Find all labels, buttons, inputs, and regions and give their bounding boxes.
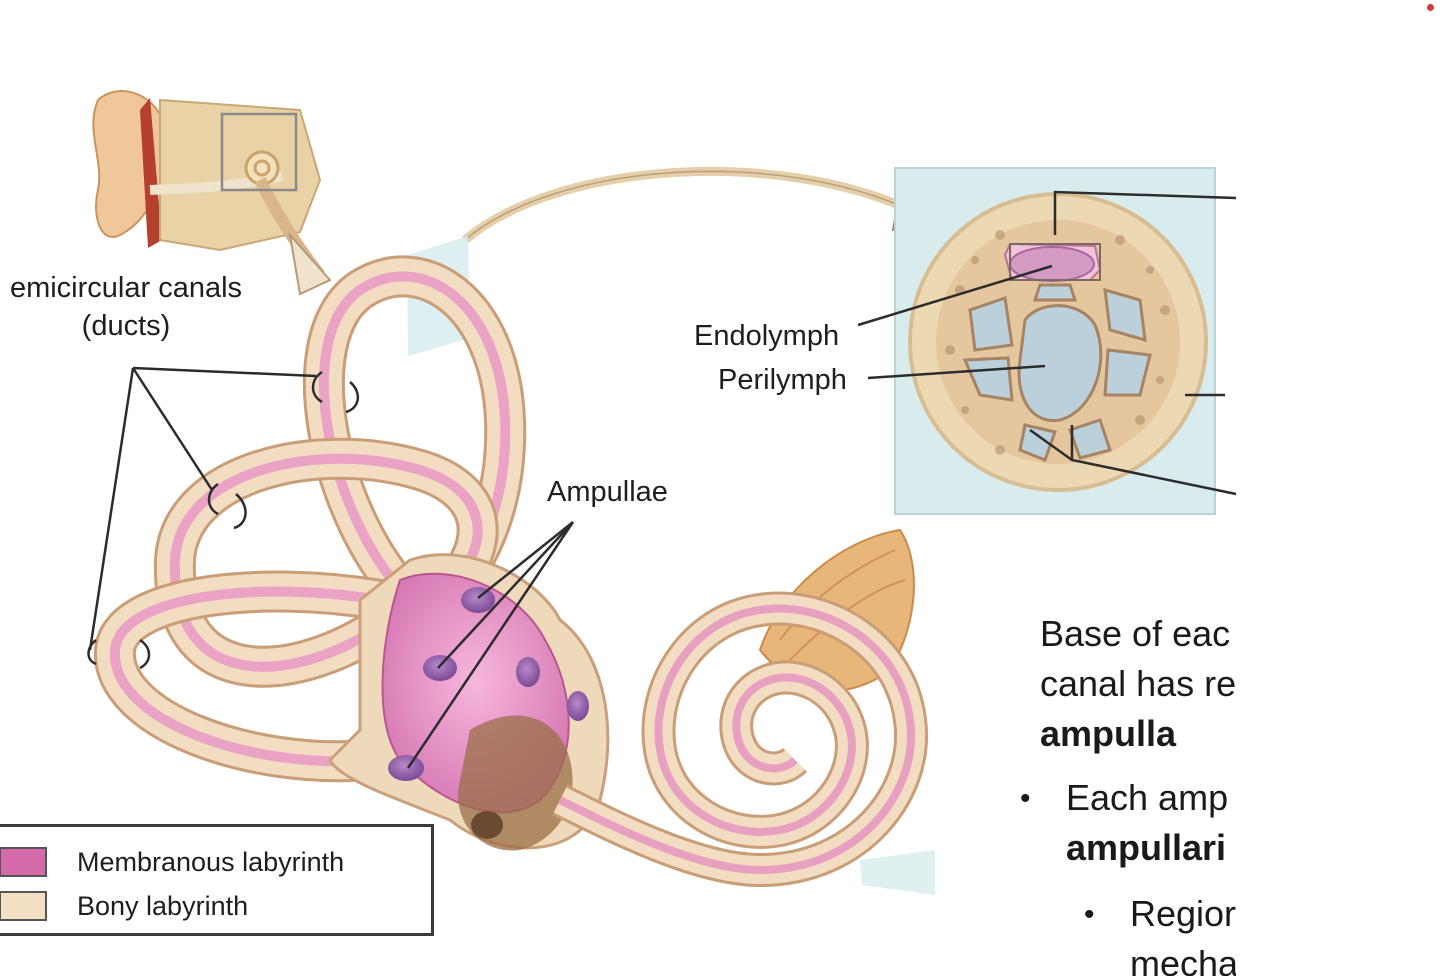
- ampulla-2: [423, 655, 457, 681]
- bony-swatch: [0, 891, 47, 921]
- ampulla-5: [567, 691, 589, 721]
- sub-bullet-line: mecha: [1130, 943, 1236, 976]
- legend-item-membranous: Membranous labyrinth: [0, 845, 344, 879]
- ampulla-3: [388, 755, 424, 781]
- perilymph-label: Perilymph: [718, 364, 847, 396]
- legend-label: Bony labyrinth: [77, 890, 249, 921]
- ampullaris-term: ampullari: [1066, 827, 1227, 868]
- paragraph-line: canal has re: [1040, 663, 1236, 704]
- paragraph-line: Base of eac: [1040, 613, 1231, 654]
- magnify-arrow: [462, 166, 938, 244]
- legend-item-bony: Bony labyrinth: [0, 889, 248, 923]
- leader-lines: [88, 190, 1237, 769]
- sub-bullet-icon: •: [1084, 898, 1095, 931]
- semicircular-canals-label-line2: (ducts): [81, 310, 171, 343]
- pointer-dot: [1427, 4, 1434, 11]
- ear-overview-thumbnail: [92, 90, 332, 296]
- ampullae-label: Ampullae: [547, 476, 668, 508]
- endolymph-label: Endolymph: [694, 320, 840, 352]
- ampulla-term: ampulla: [1040, 713, 1177, 754]
- semicircular-canals-label-line1: emicircular canals: [9, 272, 243, 304]
- ampulla-1: [461, 587, 495, 613]
- bullet-line: Each amp: [1066, 777, 1229, 818]
- sub-bullet-line: Regior: [1130, 893, 1236, 934]
- cochlea: [552, 591, 929, 888]
- legend: Membranous labyrinth Bony labyrinth: [0, 824, 434, 936]
- side-text-panel: Base of eac canal has re ampulla • Each …: [1020, 610, 1236, 976]
- perilymph-space: [1017, 304, 1103, 422]
- vestibule: [328, 553, 610, 851]
- ampulla-4: [516, 657, 540, 687]
- bullet-icon: •: [1020, 782, 1031, 815]
- cross-section-inset: [894, 167, 1216, 515]
- legend-label: Membranous labyrinth: [77, 846, 345, 877]
- semicircular-canals-label: emicircular canals (ducts): [0, 272, 258, 343]
- membranous-swatch: [0, 847, 47, 877]
